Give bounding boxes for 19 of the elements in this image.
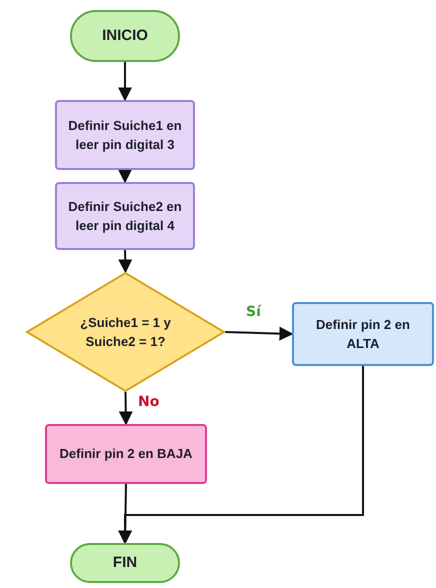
node-text: Definir Suiche2 en leer pin digital 4 [67, 198, 183, 235]
arrow [224, 326, 294, 341]
arrow [118, 366, 364, 544]
node-text: FIN [112, 552, 138, 573]
node-text: ¿Suiche1 = 1 y Suiche2 = 1? [79, 314, 172, 351]
arrow [118, 169, 132, 184]
node-text: Definir pin 2 en ALTA [315, 316, 411, 353]
end-terminal [70, 543, 180, 583]
process-box [55, 100, 195, 170]
arrow [118, 250, 132, 274]
arrow [118, 392, 133, 426]
process-box [55, 182, 195, 250]
start-terminal [70, 10, 180, 62]
arrow [118, 62, 132, 102]
node-text: Definir Suiche1 en leer pin digital 3 [67, 116, 183, 154]
node-text: Definir pin 2 en BAJA [60, 445, 192, 464]
node-text: INICIO [102, 26, 148, 46]
process-box [45, 424, 207, 484]
process-box [292, 302, 434, 366]
